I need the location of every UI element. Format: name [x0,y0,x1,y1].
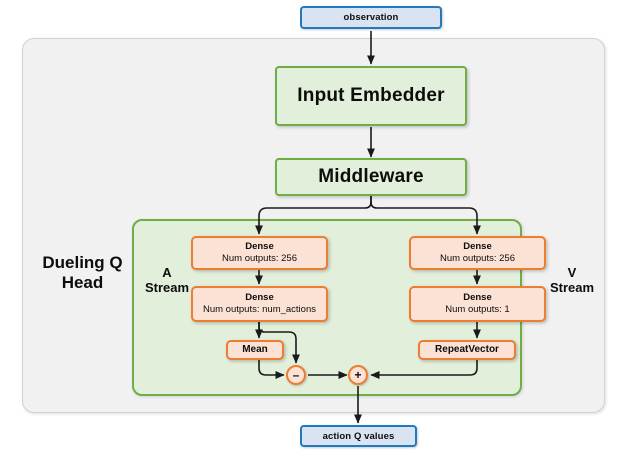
observation-label: observation [343,12,399,23]
v-stream-dense-1-node[interactable]: Dense Num outputs: 1 [409,286,546,322]
v-stream-dense-1-title: Dense [463,292,492,304]
input-embedder-node[interactable]: Input Embedder [275,66,467,126]
a-stream-dense-num-actions-node[interactable]: Dense Num outputs: num_actions [191,286,328,322]
a-stream-dense-num-actions-subtitle: Num outputs: num_actions [202,304,316,315]
subtract-operator-node[interactable]: – [286,365,306,385]
action-q-values-node[interactable]: action Q values [300,425,417,447]
dueling-q-head-label: Dueling Q Head [30,253,135,293]
v-stream-label-line1: V [567,265,577,280]
action-q-values-label: action Q values [322,430,395,442]
observation-node[interactable]: observation [300,6,442,29]
input-embedder-label: Input Embedder [297,85,445,106]
middleware-label: Middleware [318,166,424,187]
a-stream-label-line1: A [162,265,172,280]
dueling-q-head-label-line2: Head [61,273,104,293]
add-operator-node[interactable]: + [348,365,368,385]
a-stream-dense-256-subtitle: Num outputs: 256 [222,253,297,264]
subtract-operator-symbol: – [292,368,300,382]
mean-node[interactable]: Mean [226,340,284,360]
v-stream-dense-1-subtitle: Num outputs: 1 [445,304,510,315]
v-stream-dense-256-subtitle: Num outputs: 256 [440,253,515,264]
a-stream-label: A Stream [138,265,196,296]
a-stream-dense-num-actions-title: Dense [245,292,274,304]
v-stream-label-line2: Stream [549,280,595,296]
add-operator-symbol: + [354,368,362,382]
a-stream-dense-256-title: Dense [245,241,274,253]
a-stream-label-line2: Stream [144,280,190,296]
middleware-node[interactable]: Middleware [275,158,467,196]
repeat-vector-label: RepeatVector [435,343,499,355]
dueling-q-head-label-line1: Dueling Q [42,253,123,272]
v-stream-dense-256-title: Dense [463,241,492,253]
v-stream-label: V Stream [543,265,601,296]
mean-label: Mean [242,343,268,355]
repeat-vector-node[interactable]: RepeatVector [418,340,516,360]
a-stream-dense-256-node[interactable]: Dense Num outputs: 256 [191,236,328,270]
v-stream-dense-256-node[interactable]: Dense Num outputs: 256 [409,236,546,270]
